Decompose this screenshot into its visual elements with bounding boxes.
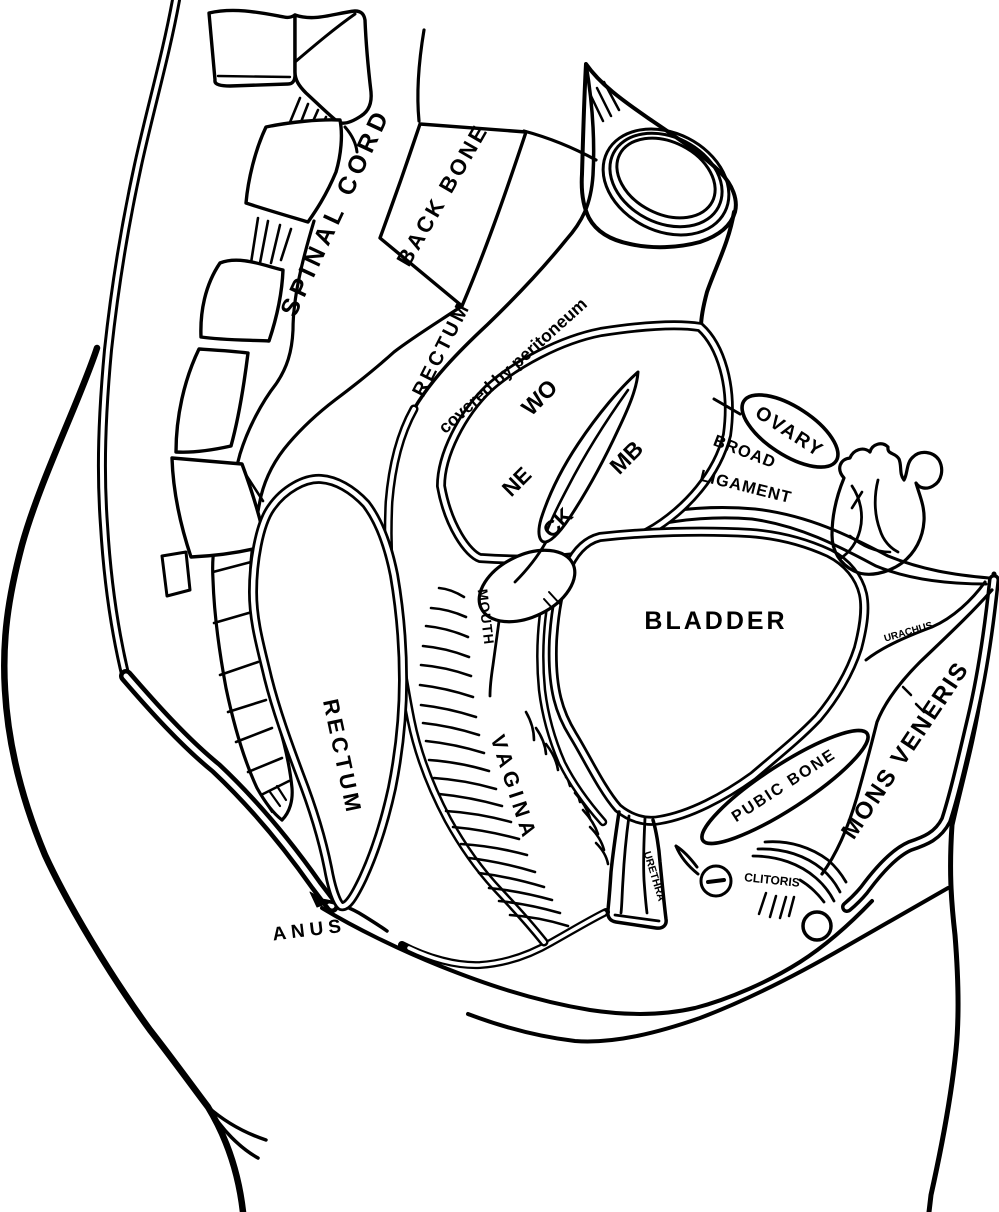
svg-text:CLITORIS: CLITORIS (744, 870, 801, 890)
svg-text:BLADDER: BLADDER (644, 607, 787, 635)
svg-text:MOUTH: MOUTH (475, 588, 498, 646)
